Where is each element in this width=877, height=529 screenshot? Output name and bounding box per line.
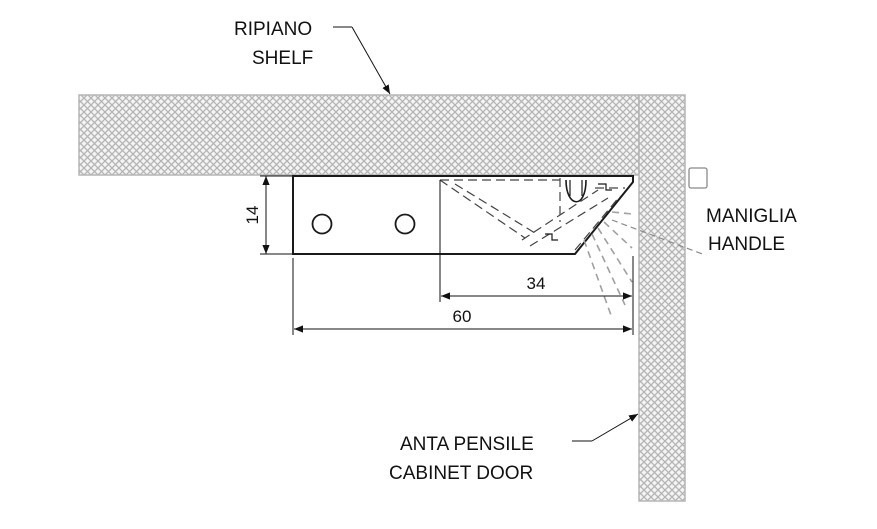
dim-height (260, 175, 292, 255)
dim-overall (292, 258, 632, 335)
handle-profile (292, 175, 634, 255)
shelf-leader (333, 26, 391, 95)
handle-label-en: HANDLE (708, 234, 785, 255)
door-label-en: CABINET DOOR (389, 463, 533, 484)
shelf-label-en: SHELF (252, 48, 313, 69)
door-leader (572, 413, 639, 442)
rail-slot (565, 179, 587, 203)
door-label-it: ANTA PENSILE (400, 434, 534, 455)
dim-height-label: 14 (243, 206, 262, 225)
screw-hole-left (311, 213, 333, 235)
dim-inner-label: 34 (527, 274, 546, 293)
hidden-lines (439, 178, 625, 251)
dim-inner (439, 180, 634, 335)
shelf-panel (78, 94, 640, 176)
cabinet-door-panel (638, 94, 686, 502)
handle-label-it: MANIGLIA (706, 206, 797, 227)
shelf-label-it: RIPIANO (234, 19, 312, 40)
screw-hole-right (394, 213, 416, 235)
dim-overall-label: 60 (453, 307, 472, 326)
handle-leader (611, 219, 706, 256)
door-knob-icon (688, 167, 708, 189)
